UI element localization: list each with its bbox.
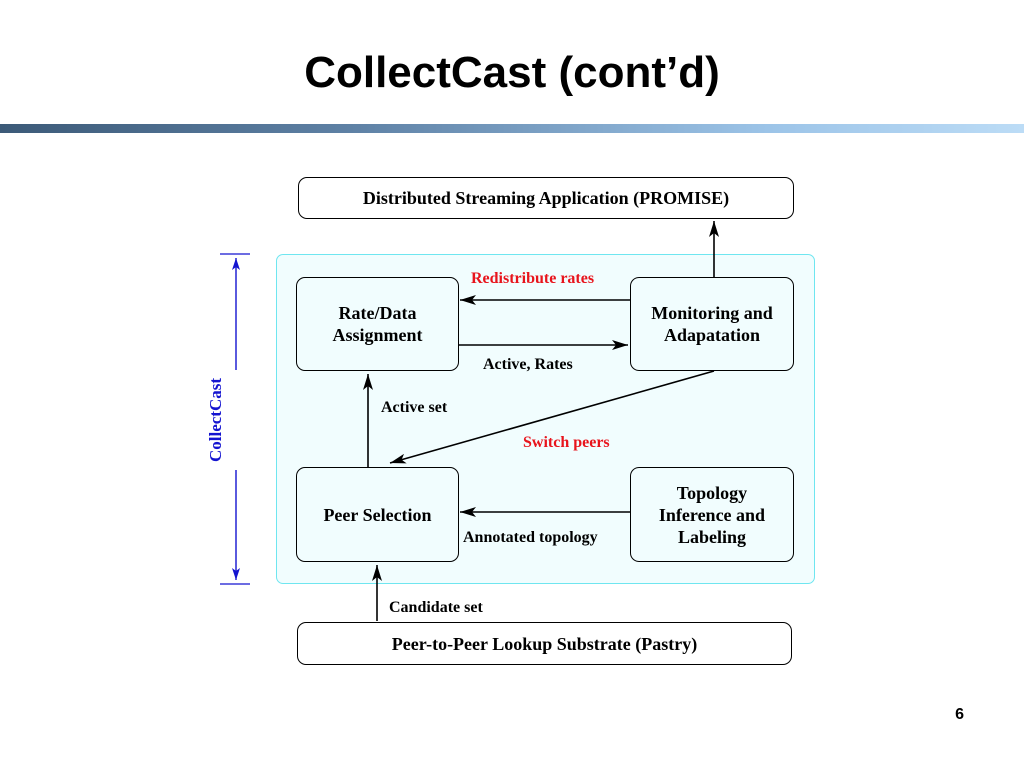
node-monitoring-adaptation: Monitoring and Adapatation xyxy=(630,277,794,371)
edge-label-switch-peers: Switch peers xyxy=(523,434,610,451)
edge-label-active-rates: Active, Rates xyxy=(483,356,573,373)
node-rate-data-assignment: Rate/Data Assignment xyxy=(296,277,459,371)
node-peer-to-peer-lookup-substrate-label: Peer-to-Peer Lookup Substrate (Pastry) xyxy=(391,633,698,654)
edge-label-candidate-set: Candidate set xyxy=(389,599,483,616)
node-distributed-streaming-application: Distributed Streaming Application (PROMI… xyxy=(298,177,794,219)
slide-title: CollectCast (cont’d) xyxy=(304,48,720,97)
node-peer-to-peer-lookup-substrate: Peer-to-Peer Lookup Substrate (Pastry) xyxy=(297,622,792,665)
node-peer-selection-label: Peer Selection xyxy=(323,504,432,525)
collectcast-region-label-text: CollectCast xyxy=(206,377,225,463)
node-monitoring-adaptation-label: Monitoring and Adapatation xyxy=(651,303,773,345)
page-number: 6 xyxy=(955,706,964,723)
node-topology-inference-label: Topology Inference and Labeling xyxy=(658,482,766,547)
collectcast-span-indicator xyxy=(220,253,250,585)
node-topology-inference: Topology Inference and Labeling xyxy=(630,467,794,562)
node-rate-data-assignment-label: Rate/Data Assignment xyxy=(332,303,423,345)
edge-label-redistribute-rates: Redistribute rates xyxy=(471,270,595,287)
title-divider-bar xyxy=(0,124,1024,133)
edge-label-active-set: Active set xyxy=(381,399,448,416)
node-peer-selection: Peer Selection xyxy=(296,467,459,562)
node-distributed-streaming-application-label: Distributed Streaming Application (PROMI… xyxy=(362,188,730,208)
arrow-switch-peers xyxy=(389,370,715,464)
edge-label-annotated-topology: Annotated topology xyxy=(463,529,598,546)
